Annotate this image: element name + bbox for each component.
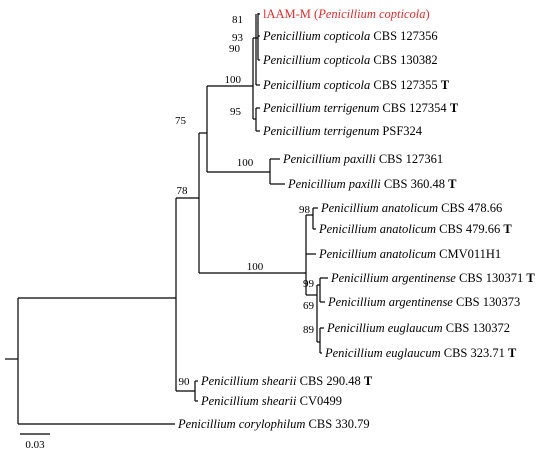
bootstrap-values: 81 93 90 100 95 75 100 78 98 100 99 69 8… <box>175 14 315 388</box>
taxon-label: Penicillium euglaucum CBS 130372 <box>326 321 510 335</box>
taxon-label: Penicillium anatolicum CBS 479.66 T <box>318 222 512 236</box>
bootstrap-value: 100 <box>237 157 254 169</box>
taxon-label: Penicillium terrigenum CBS 127354 T <box>262 101 459 115</box>
taxon-labels: lAAM-M (Penicillium copticola) Penicilli… <box>177 7 535 431</box>
bootstrap-value: 99 <box>303 278 315 290</box>
bootstrap-value: 75 <box>175 115 187 127</box>
bootstrap-value: 90 <box>179 376 191 388</box>
bootstrap-value: 69 <box>303 300 315 312</box>
tree-branches <box>5 13 328 425</box>
taxon-label: Penicillium anatolicum CMV011H1 <box>318 247 501 261</box>
scale-bar-label: 0.03 <box>25 439 45 451</box>
taxon-label: Penicillium shearii CV0499 <box>200 394 342 408</box>
taxon-label: Penicillium shearii CBS 290.48 T <box>200 374 373 388</box>
taxon-label: Penicillium copticola CBS 130382 <box>262 53 438 67</box>
taxon-label: Penicillium anatolicum CBS 478.66 <box>320 201 502 215</box>
bootstrap-value: 100 <box>225 74 242 86</box>
taxon-label: Penicillium copticola CBS 127356 <box>262 29 438 43</box>
bootstrap-value: 81 <box>232 14 243 26</box>
taxon-label: Penicillium paxilli CBS 127361 <box>282 152 443 166</box>
taxon-label: Penicillium terrigenum PSF324 <box>262 124 423 138</box>
taxon-label: Penicillium euglaucum CBS 323.71 T <box>324 346 517 360</box>
bootstrap-value: 95 <box>230 106 242 118</box>
bootstrap-value: 90 <box>229 43 241 55</box>
bootstrap-value: 100 <box>247 261 264 273</box>
taxon-label: Penicillium paxilli CBS 360.48 T <box>287 177 457 191</box>
taxon-label: Penicillium corylophilum CBS 330.79 <box>177 417 370 431</box>
taxon-label: Penicillium argentinense CBS 130373 <box>327 295 520 309</box>
bootstrap-value: 89 <box>303 324 315 336</box>
taxon-label: Penicillium copticola CBS 127355 T <box>262 78 450 92</box>
scale-bar: 0.03 <box>20 433 50 451</box>
taxon-label-query: lAAM-M (Penicillium copticola) <box>263 7 430 21</box>
taxon-label: Penicillium argentinense CBS 130371 T <box>330 271 535 285</box>
bootstrap-value: 78 <box>177 185 189 197</box>
bootstrap-value: 93 <box>232 32 244 44</box>
bootstrap-value: 98 <box>299 204 311 216</box>
